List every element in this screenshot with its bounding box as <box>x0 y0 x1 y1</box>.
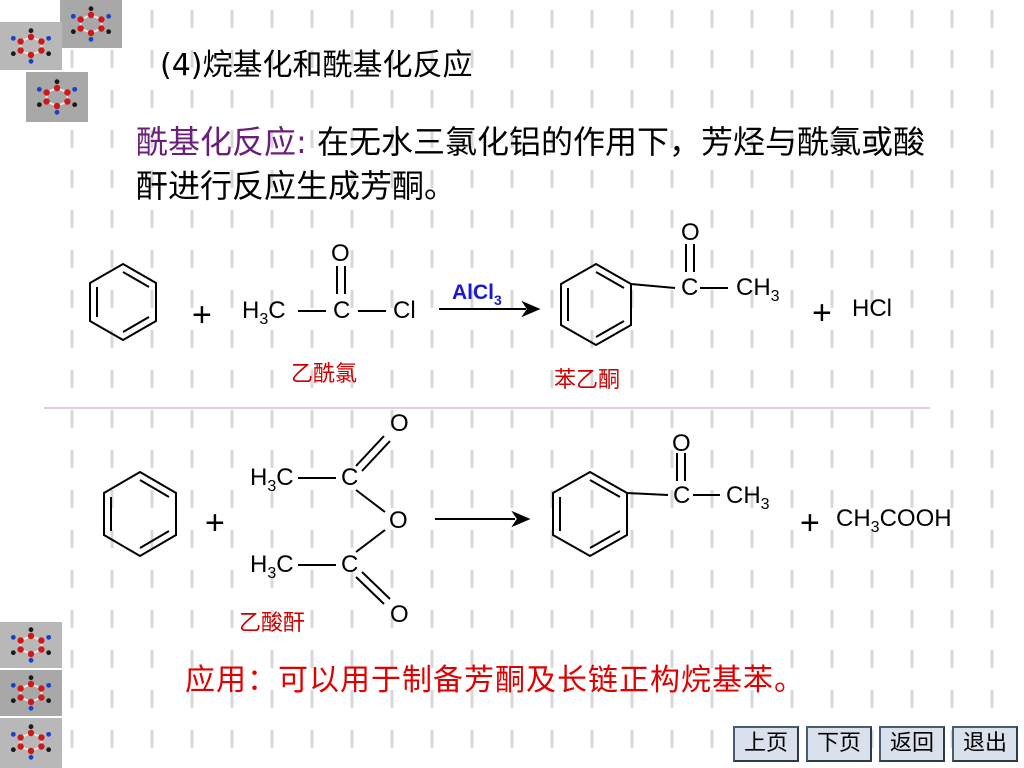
methyl-group: CH3 <box>726 482 770 513</box>
benzene-ring <box>103 470 177 558</box>
benzene-ring <box>560 262 632 347</box>
catalyst-label: AlCl3 <box>452 281 502 308</box>
atom-o: O <box>331 240 350 267</box>
atom-c: C <box>341 551 359 578</box>
byproduct: HCl <box>852 295 892 322</box>
product-name: 苯乙酮 <box>554 368 621 393</box>
back-button[interactable]: 返回 <box>879 726 945 762</box>
description: 酰基化反应: 在无水三氯化铝的作用下，芳烃与酰氯或酸酐进行反应生成芳酮。 <box>136 120 956 208</box>
atom-o: O <box>672 430 691 457</box>
next-page-button[interactable]: 下页 <box>806 726 872 762</box>
atom-c: C <box>673 482 691 509</box>
methyl-group: H3C <box>250 551 294 582</box>
atom-o: O <box>390 410 409 437</box>
methyl-group: H3C <box>250 464 294 495</box>
atom-c: C <box>333 297 351 324</box>
methyl-group: H3C <box>242 297 286 328</box>
methyl-group: CH3 <box>736 274 780 305</box>
plus-sign: + <box>812 294 832 332</box>
reagent-name: 乙酸酐 <box>239 611 306 636</box>
application-note: 应用：可以用于制备芳酮及长链正构烷基苯。 <box>185 663 805 698</box>
atom-c: C <box>341 464 359 491</box>
definition-text: 在无水三氯化铝的作用下，芳烃与酰氯或酸酐进行反应生成芳酮。 <box>136 123 925 205</box>
atom-o: O <box>389 507 408 534</box>
prev-page-button[interactable]: 上页 <box>733 726 799 762</box>
byproduct: CH3COOH <box>836 505 952 536</box>
molecule-decoration-icon <box>0 622 62 768</box>
benzene-ring <box>552 470 628 558</box>
atom-c: C <box>681 274 699 301</box>
atom-o: O <box>681 219 700 246</box>
atom-cl: Cl <box>393 297 416 324</box>
plus-sign: + <box>800 504 820 542</box>
exit-button[interactable]: 退出 <box>952 726 1018 762</box>
reagent-name: 乙酰氯 <box>291 362 358 387</box>
benzene-ring <box>89 262 157 342</box>
atom-o: O <box>390 601 409 628</box>
page-title: (4)烷基化和酰基化反应 <box>160 48 473 83</box>
definition-term: 酰基化反应: <box>136 123 307 161</box>
plus-sign: + <box>205 504 225 542</box>
plus-sign: + <box>192 296 212 334</box>
molecule-decoration-icon <box>0 0 122 122</box>
